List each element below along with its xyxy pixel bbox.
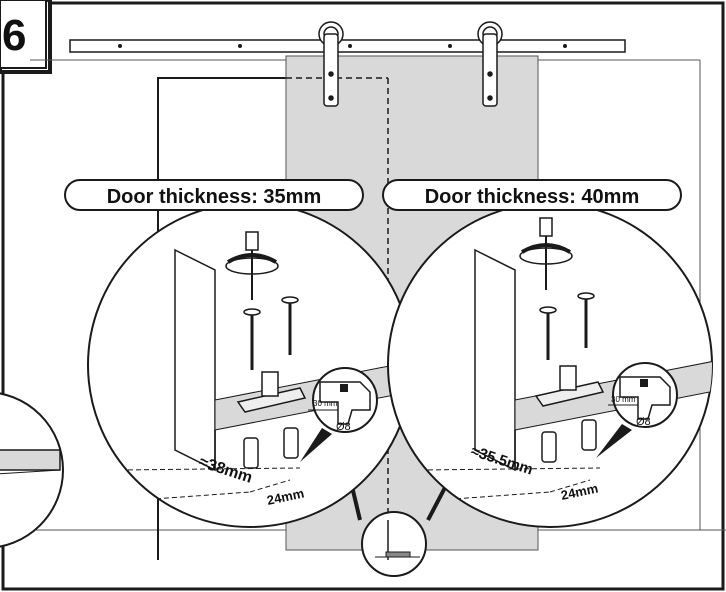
hanger-left (318, 21, 344, 107)
callout-left-title: Door thickness: 35mm (107, 186, 322, 208)
callout-left-drill-depth: 30 mm (313, 399, 338, 408)
hanger-right (477, 21, 503, 107)
callout-right-drill-bit: Ø8 (636, 416, 651, 428)
callout-right-title: Door thickness: 40mm (425, 186, 640, 208)
step-badge: 6 (0, 0, 52, 74)
edge-magnifier (0, 392, 64, 548)
callout-left: Door thickness: 35mm ≈38mm 24mm 30 mm Ø8 (64, 179, 413, 528)
track-rail (69, 39, 626, 53)
callout-left-drill-bit: Ø8 (336, 421, 351, 433)
callout-right: Door thickness: 40mm ≈35.5mm 24mm 30 mm … (382, 179, 713, 528)
callout-right-drill-depth: 30 mm (611, 395, 636, 404)
floor-guide-magnifier (348, 477, 452, 577)
step-number: 6 (2, 11, 26, 60)
